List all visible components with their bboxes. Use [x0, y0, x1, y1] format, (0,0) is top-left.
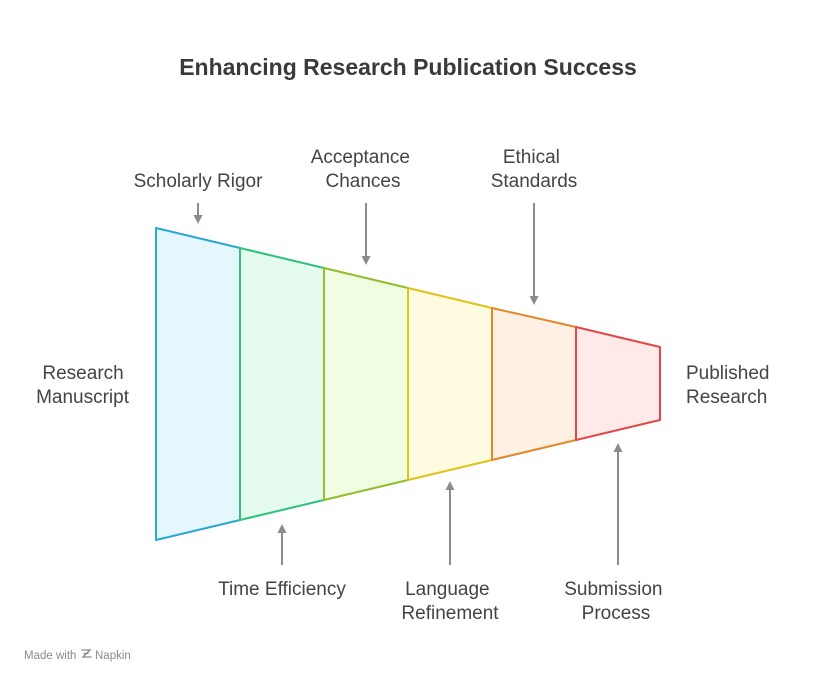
- stage-arrow-1: [193, 203, 203, 224]
- funnel-segment-2: [239, 247, 325, 521]
- stage-arrows: [193, 203, 623, 565]
- footer-prefix: Made with: [24, 650, 76, 662]
- funnel-segment-1: [155, 227, 241, 541]
- stage-label-6: Submission Process: [564, 579, 668, 624]
- stage-arrow-3: [361, 203, 371, 265]
- stage-label-3: Acceptance Chances: [311, 147, 416, 192]
- stage-label-1: Scholarly Rigor: [134, 171, 263, 192]
- funnel-segment-6: [575, 326, 661, 441]
- funnel-segment-5: [491, 307, 577, 461]
- footer-brand: Napkin: [95, 650, 131, 662]
- napkin-icon: [81, 649, 92, 658]
- stage-label-4: Language Refinement: [401, 579, 499, 624]
- output-label: Published Research: [686, 363, 775, 408]
- stage-arrow-2: [277, 524, 287, 565]
- diagram-title: Enhancing Research Publication Success: [179, 54, 637, 80]
- stage-label-2: Time Efficiency: [218, 579, 346, 600]
- funnel-segment-4: [407, 287, 493, 481]
- stage-arrow-6: [613, 443, 623, 565]
- input-label: Research Manuscript: [36, 363, 130, 408]
- footer: Made with Napkin: [24, 649, 131, 662]
- stage-label-5: Ethical Standards: [491, 147, 578, 192]
- stage-arrow-4: [445, 481, 455, 565]
- stage-arrow-5: [529, 203, 539, 305]
- funnel: [155, 227, 661, 541]
- funnel-segment-3: [323, 267, 409, 501]
